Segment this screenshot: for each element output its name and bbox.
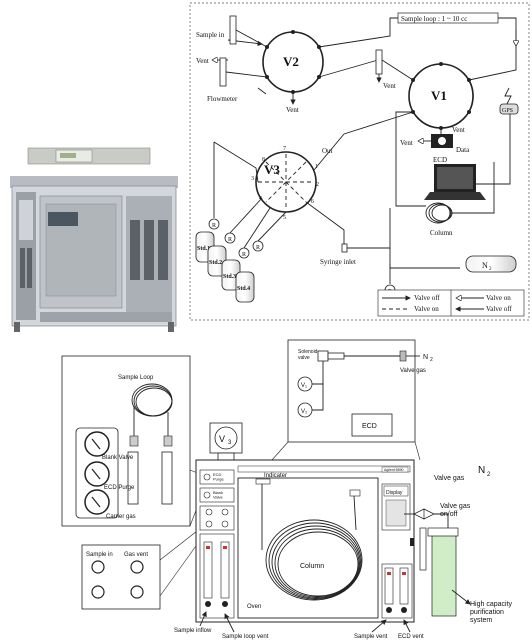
ecd-detector: ECD Data Vent: [400, 128, 470, 164]
sample-in-inset-label: Sample in: [86, 552, 113, 558]
column-label: Column: [430, 229, 453, 237]
flowmeter-label: Flowmeter: [207, 95, 238, 103]
vent-label: Vent: [196, 57, 209, 65]
svg-text:R: R: [228, 237, 232, 243]
v3-bottom-sub: 3: [228, 440, 232, 446]
ecd-purge-label: ECD Purge: [104, 485, 135, 491]
column-oven-label: Column: [300, 563, 324, 570]
syringe-icon: [341, 243, 348, 253]
valve-v1: V1: [408, 62, 474, 130]
laptop-icon: [424, 112, 511, 200]
std3-label: Std.3: [223, 274, 236, 280]
oven-label: Oven: [247, 604, 261, 610]
legend-valve-on-dashed: Valve on: [414, 305, 439, 313]
vent-v2-label: Vent: [286, 106, 299, 114]
blank-valve-label: Blank Valve: [102, 455, 134, 461]
sample-vent-label: Sample vent: [354, 634, 388, 640]
port-7: 7: [283, 146, 286, 152]
port-2: 2: [316, 182, 319, 188]
ecd-inset-label: ECD: [362, 423, 377, 430]
sample-in-label: Sample in: [196, 31, 225, 39]
n2-ecd-label: N: [423, 354, 428, 361]
port-8: 8: [262, 157, 265, 163]
valve-gas-right-label: Valve gas: [434, 475, 465, 482]
v3-valve-box: V 3: [209, 422, 243, 461]
valve-v3: V3 1 2 3 4 5 6 7 8: [251, 146, 319, 221]
out-label: Out: [322, 147, 333, 155]
legend-valve-off-filled: Valve off: [486, 305, 512, 313]
n2-sub: 2: [489, 267, 492, 272]
gas-vent-inset-label: Gas vent: [124, 552, 148, 558]
schematic-legend: Valve off Valve on Valve on Valve off: [377, 289, 525, 317]
std-cylinders: Std.1 Std.2 Std.3 Std.4: [195, 231, 255, 303]
std2-label: Std.2: [209, 260, 222, 266]
vent-v1-label: Vent: [383, 82, 396, 90]
oven-column-coil: Column: [261, 484, 363, 601]
v2-label: V2: [283, 54, 299, 69]
vent-ecd-label: Vent: [400, 139, 413, 147]
syringe-label: Syringe inlet: [320, 258, 356, 266]
v3-bottom-label: V: [219, 434, 225, 444]
n2-right-label: N: [478, 465, 485, 476]
sample-loop-inset: Sample Loop Blank Valve ECD Purge Carrie…: [61, 355, 191, 527]
valve-v2: V2: [262, 30, 324, 94]
n2-ecd-sub: 2: [430, 357, 433, 363]
v1-ecd-label: V₁: [301, 383, 307, 389]
gps-label: GPS: [502, 108, 513, 114]
v3-label: V3: [264, 162, 280, 177]
n2-label: N: [482, 261, 488, 270]
n2-cylinder: N 2: [465, 255, 517, 273]
solenoid-valve-label: Solenoid: [298, 349, 318, 355]
valve-gas-onoff-icon: [413, 508, 435, 520]
gps-icon: GPS: [499, 87, 519, 115]
sample-loop-label: Sample loop : 1 ~ 10 cc: [401, 15, 467, 23]
legend-valve-off-solid: Valve off: [414, 294, 440, 302]
sample-inflow-label: Sample inflow: [174, 628, 212, 634]
svg-text:R: R: [256, 245, 260, 251]
std1-label: Std.1: [197, 246, 210, 252]
flowmeter-tube: [219, 57, 227, 87]
v1-label: V1: [431, 88, 447, 103]
port-5: 5: [283, 215, 286, 221]
carrier-gas-label: Carrier gas: [106, 514, 136, 520]
flowmeter-v1: [375, 49, 383, 75]
port-3: 3: [251, 176, 254, 182]
sample-gas-inset: Sample in Gas vent: [81, 544, 161, 610]
schematic-frame: [189, 2, 530, 321]
sample-loop-vent-label: Sample loop vent: [222, 634, 269, 640]
sample-loop-inset-label: Sample Loop: [118, 375, 154, 381]
indicator-label: Indicater: [264, 473, 287, 479]
v2-ecd-label: V₂: [301, 409, 308, 415]
column-coil: Column: [425, 202, 453, 237]
data-label: Data: [456, 146, 470, 154]
display-label: Display: [386, 490, 403, 496]
ecd-vent-label: ECD vent: [398, 634, 424, 640]
svg-text:R: R: [212, 223, 216, 229]
instrument-photo: [10, 147, 178, 332]
std4-label: Std.4: [237, 286, 250, 292]
svg-text:R: R: [242, 252, 246, 258]
vent-v1b-label: Vent: [452, 126, 465, 134]
legend-valve-on-open: Valve on: [486, 294, 511, 302]
n2-right-sub: 2: [487, 472, 491, 478]
agilent-label: Agilent 6890: [384, 468, 404, 472]
valve-gas-ecd-label: Valve gas: [400, 368, 426, 374]
port-6: 6: [311, 199, 314, 205]
ecd-label: ECD: [433, 156, 447, 164]
regulators: R R R R R: [208, 218, 396, 296]
flowmeter-tube-top: [229, 15, 237, 45]
